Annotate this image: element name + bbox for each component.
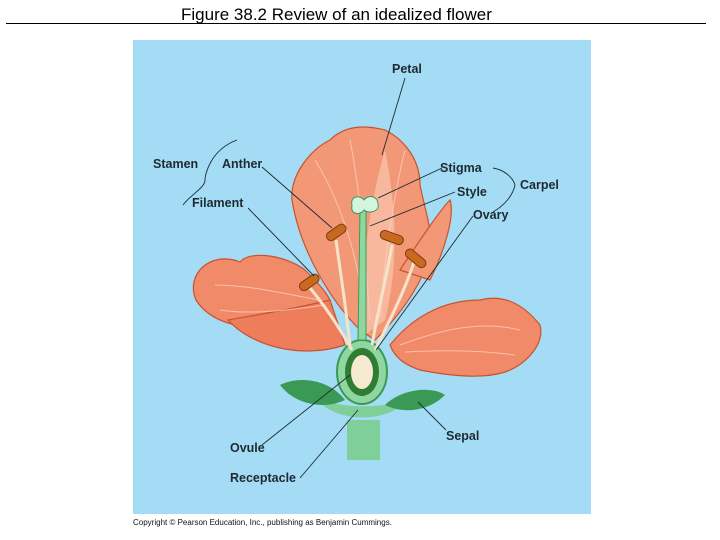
label-stamen: Stamen xyxy=(153,157,198,171)
petal-back-inner xyxy=(363,150,395,335)
ovule-shape xyxy=(351,355,373,389)
label-stigma: Stigma xyxy=(440,161,483,175)
label-sepal: Sepal xyxy=(446,429,479,443)
anthers xyxy=(298,223,427,292)
label-filament: Filament xyxy=(192,196,244,210)
stigma-shape xyxy=(351,196,379,214)
pistil xyxy=(351,196,379,341)
style-shape xyxy=(357,209,367,341)
page-title: Figure 38.2 Review of an idealized flowe… xyxy=(181,5,492,24)
ovary xyxy=(336,339,388,405)
title-underline xyxy=(6,23,706,24)
label-receptacle: Receptacle xyxy=(230,471,296,485)
copyright-credit: Copyright © Pearson Education, Inc., pub… xyxy=(133,518,392,527)
petal-right xyxy=(389,297,542,377)
label-petal: Petal xyxy=(392,62,422,76)
sepal-right xyxy=(385,389,445,411)
filaments xyxy=(308,239,416,351)
labels: Petal Stamen Anther Filament Stigma Styl… xyxy=(153,62,559,485)
label-ovule: Ovule xyxy=(230,441,265,455)
label-style: Style xyxy=(457,185,487,199)
stem xyxy=(280,380,445,460)
leader-lines xyxy=(182,77,516,479)
label-anther: Anther xyxy=(222,157,262,171)
sepal-left xyxy=(280,380,345,405)
petal-left-lower xyxy=(226,299,346,352)
receptacle-shape xyxy=(315,395,410,418)
label-ovary: Ovary xyxy=(473,208,508,222)
label-carpel: Carpel xyxy=(520,178,559,192)
